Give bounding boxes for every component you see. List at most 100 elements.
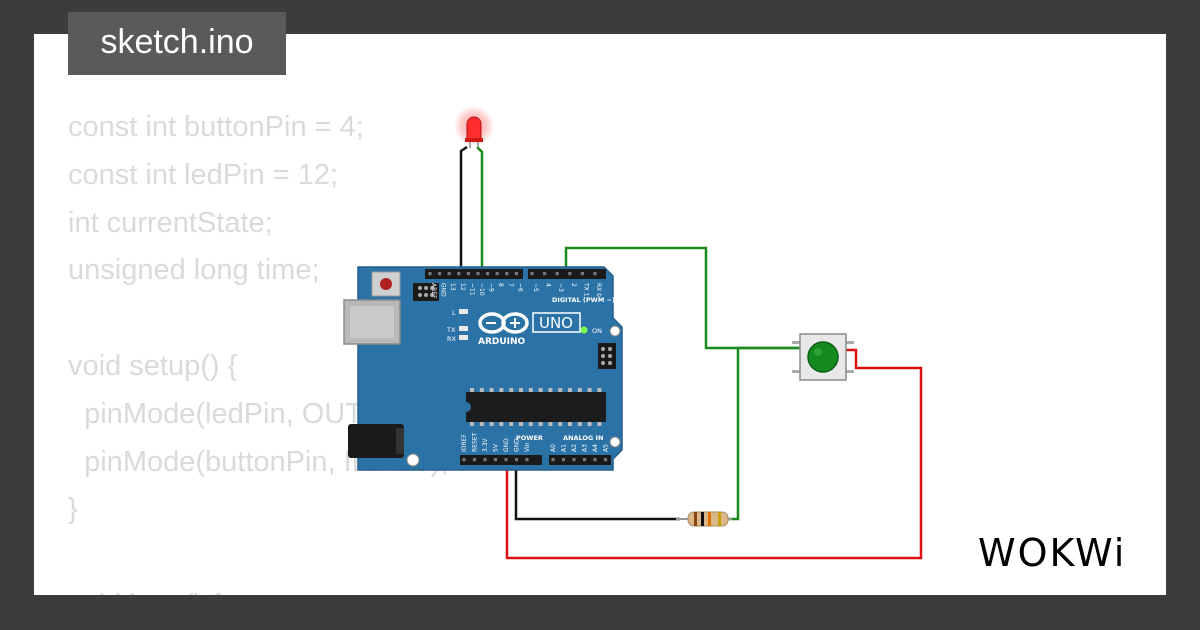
pin-hole[interactable] — [486, 272, 490, 276]
pin-hole[interactable] — [504, 458, 508, 462]
pin-hole[interactable] — [603, 458, 608, 462]
arduino-brand-label: ARDUINO — [478, 337, 526, 347]
pin-label: 8 — [497, 283, 504, 287]
chip-pin — [568, 422, 572, 426]
pin-label: 12 — [459, 283, 466, 291]
pin-hole[interactable] — [483, 458, 487, 462]
chip-pin — [558, 388, 563, 392]
pushbutton-highlight — [814, 348, 822, 356]
pin-hole[interactable] — [593, 272, 597, 276]
pushbutton-leg — [792, 370, 801, 373]
reset-button[interactable] — [371, 271, 401, 297]
chip-pin — [519, 388, 523, 392]
code-line: int currentState; — [68, 206, 273, 239]
pin-hole[interactable] — [551, 458, 555, 462]
pin-hole[interactable] — [580, 272, 584, 276]
code-line: void loop() { — [68, 582, 448, 595]
pin-label: ~9 — [488, 283, 495, 292]
pin-hole[interactable] — [476, 272, 480, 276]
pin-label: A3 — [582, 444, 589, 452]
code-line: unsigned long time; — [68, 254, 320, 287]
pin-label: A5 — [603, 444, 610, 452]
resistor-band — [701, 512, 704, 526]
wire-gnd-resistor[interactable] — [514, 460, 680, 521]
pin-hole[interactable] — [582, 458, 587, 462]
pin-label: RESET — [472, 432, 479, 452]
pin-hole[interactable] — [466, 272, 470, 276]
pin-hole[interactable] — [438, 272, 442, 276]
chip-pin — [519, 422, 523, 426]
pin-hole[interactable] — [543, 272, 547, 276]
code-line: } — [68, 493, 78, 526]
wire-button-resistor[interactable] — [726, 346, 800, 521]
pin-hole[interactable] — [472, 458, 477, 462]
pin-label: ~11 — [468, 283, 475, 296]
pin-hole[interactable] — [428, 272, 432, 276]
atmega-chip — [466, 392, 606, 422]
pin-hole[interactable] — [525, 458, 529, 462]
usb-connector-inner — [350, 306, 394, 338]
analog-label: ANALOG IN — [563, 434, 603, 442]
pushbutton-cap[interactable] — [807, 341, 839, 373]
wire-button-5v[interactable] — [505, 348, 923, 560]
wokwi-logo: WOKWi — [978, 531, 1126, 575]
pin-hole[interactable] — [555, 272, 559, 276]
pin-hole[interactable] — [530, 272, 534, 276]
pin-label: IOREF — [461, 434, 468, 452]
code-line: const int buttonPin = 4; — [68, 111, 364, 143]
atmega-chip-pins — [470, 388, 602, 426]
pin-hole[interactable] — [593, 458, 597, 462]
wokwi-logo-text: WOKWi — [978, 531, 1126, 575]
pin-hole[interactable] — [505, 272, 509, 276]
pin-hole[interactable] — [514, 458, 519, 462]
power-jack-lip — [396, 428, 404, 454]
chip-pin — [470, 422, 474, 426]
power-on-led — [580, 326, 588, 334]
pin-label: ~3 — [557, 283, 564, 292]
pin-label: RX 0 — [595, 283, 602, 297]
chip-pin — [538, 422, 543, 426]
pushbutton[interactable] — [792, 333, 854, 381]
pin-hole[interactable] — [493, 458, 498, 462]
red-led[interactable] — [454, 106, 494, 148]
pin-label: 2 — [570, 283, 577, 287]
resistor[interactable] — [676, 511, 732, 527]
wire-led-pin12[interactable] — [476, 146, 484, 276]
chip-pin — [479, 422, 484, 426]
pin-label: A1 — [561, 444, 568, 452]
led-body — [466, 116, 482, 141]
pin-label: A0 — [550, 444, 557, 452]
pin-hole[interactable] — [572, 458, 576, 462]
code-preview: const int buttonPin = 4;const int ledPin… — [68, 104, 448, 595]
chip-pin — [489, 422, 494, 426]
file-tab[interactable]: sketch.ino — [68, 12, 286, 75]
uno-label: UNO — [539, 314, 573, 332]
analog-header[interactable] — [549, 455, 611, 465]
pin-hole[interactable] — [514, 272, 518, 276]
pin-hole[interactable] — [568, 272, 572, 276]
chip-pin — [528, 422, 533, 426]
pin-label: AREF — [430, 283, 437, 299]
wire-led-gnd[interactable] — [459, 145, 468, 276]
power-header[interactable] — [460, 455, 542, 465]
chip-pin — [587, 388, 592, 392]
pin-label: 13 — [449, 283, 456, 291]
l-led-label: L — [452, 309, 456, 317]
pin-label: A2 — [571, 444, 578, 452]
pin-hole[interactable] — [462, 458, 466, 462]
tx-led-label: TX — [446, 326, 456, 334]
pin-hole[interactable] — [561, 458, 566, 462]
pin-hole[interactable] — [447, 272, 451, 276]
chip-pin — [509, 422, 514, 426]
pin-label: 7 — [507, 283, 514, 287]
chip-pin — [587, 422, 592, 426]
pin-hole[interactable] — [457, 272, 461, 276]
pin-hole[interactable] — [495, 272, 499, 276]
chip-pin — [499, 388, 504, 392]
digital-header[interactable] — [425, 269, 606, 279]
pin-label: 3.3V — [482, 437, 489, 452]
